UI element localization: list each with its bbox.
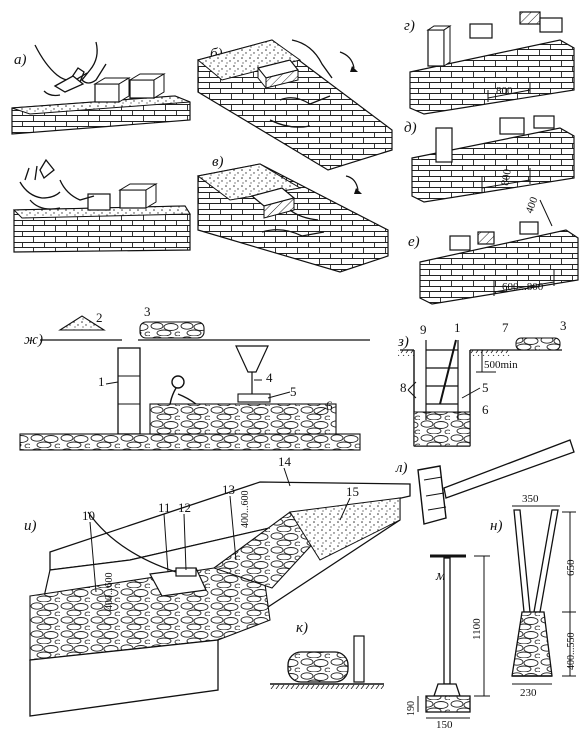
label-v: в) (212, 154, 224, 170)
dim-i-depth: 400...600 (104, 573, 115, 611)
panel-i: и) 400...600 400...600 10 11 12 13 14 15 (24, 454, 411, 717)
sand-pile (58, 315, 106, 331)
formwork-front (29, 639, 219, 717)
panel-m: м) 1100 150 190 (406, 554, 490, 730)
label-l: л) (395, 460, 408, 476)
dim-e-400: 400 (524, 195, 541, 215)
dim-g-800: 800 (496, 85, 513, 97)
callout-i-14: 14 (278, 454, 292, 469)
brick-icon (250, 187, 296, 219)
label-g: г) (404, 18, 415, 34)
dim-i-depth-2: 400...600 (240, 491, 251, 529)
panel-d: д) 800 (404, 115, 575, 203)
chute (117, 347, 141, 435)
callout-i-10: 10 (82, 508, 95, 523)
callout-z-3: 3 (560, 318, 567, 333)
hand-rammer-icon (511, 509, 559, 677)
callout-i-15: 15 (346, 484, 359, 499)
panel-zh: ж) 1 2 3 4 5 6 (19, 304, 370, 451)
label-i: и) (24, 518, 37, 534)
rotate-arrow-icon (345, 175, 359, 191)
dim-m-150: 150 (436, 719, 453, 730)
sledgehammer-icon (417, 439, 575, 525)
rotate-arrow-icon (339, 51, 355, 69)
callout-z-5: 5 (482, 380, 489, 395)
label-e: е) (408, 234, 420, 250)
panel-a-top-wall (11, 73, 191, 135)
label-n: н) (490, 518, 502, 534)
rammer-icon (425, 554, 471, 713)
panel-n: н) 350 650 400...550 230 (490, 493, 577, 699)
hands-icon (269, 39, 333, 128)
callout-zh-2: 2 (96, 310, 103, 325)
hands-icon (19, 158, 95, 210)
panel-b: б) (196, 39, 393, 171)
callout-zh-5: 5 (290, 384, 297, 399)
dim-z-500min: 500min (484, 359, 518, 371)
dim-m-1100: 1100 (471, 618, 483, 640)
hands-icon (34, 41, 107, 97)
callout-i-12: 12 (178, 500, 191, 515)
dim-n-range: 400...550 (566, 633, 577, 671)
dim-n-350: 350 (522, 493, 539, 505)
panel-l: л) (395, 439, 575, 525)
brick-icon (256, 59, 300, 90)
callout-i-13: 13 (222, 482, 235, 497)
stone-pile (515, 337, 561, 351)
callout-zh-3: 3 (144, 304, 151, 319)
panel-a: а) (11, 41, 191, 253)
panel-z: з) 500min 9 1 7 3 8 5 6 (397, 318, 567, 447)
callout-z-1: 1 (454, 320, 461, 335)
label-z: з) (397, 334, 409, 350)
ladder-icon (425, 339, 459, 420)
stone-icon (287, 651, 349, 683)
callout-z-9: 9 (420, 322, 427, 337)
label-d: д) (404, 120, 417, 136)
hopper (235, 345, 269, 373)
panel-v: в) (196, 154, 389, 273)
panel-k: к) (270, 620, 384, 689)
label-zh: ж) (24, 332, 43, 348)
callout-i-11: 11 (158, 500, 171, 515)
callout-zh-6: 6 (326, 398, 333, 413)
callout-zh-1: 1 (98, 374, 105, 389)
stone-pile (139, 321, 205, 339)
callout-z-8: 8 (400, 380, 407, 395)
dim-n-650: 650 (565, 559, 577, 576)
callout-z-7: 7 (502, 320, 509, 335)
foundation-rubble (19, 433, 361, 451)
panel-a-bottom-wall (12, 183, 191, 253)
callout-z-6: 6 (482, 402, 489, 417)
hands-icon (261, 209, 325, 237)
label-a: а) (14, 52, 27, 68)
panel-g: г) 800 (404, 11, 575, 115)
callout-zh-4: 4 (266, 370, 273, 385)
dim-n-230: 230 (520, 687, 537, 699)
dim-m-190: 190 (406, 701, 417, 716)
label-k: к) (296, 620, 308, 636)
dim-d-800: 800 (499, 168, 514, 187)
dim-e-range: 600...800 (502, 281, 544, 293)
panel-e: е) 400 600...800 (408, 195, 579, 305)
vibrator-icon (87, 511, 207, 597)
